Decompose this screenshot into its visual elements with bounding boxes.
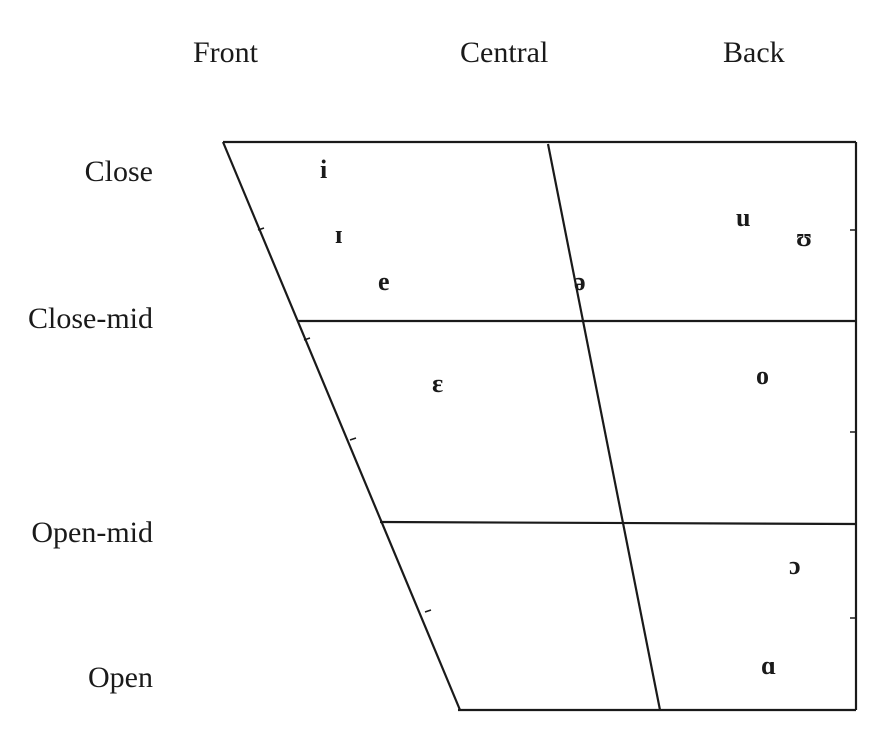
- vowel-u: u: [736, 203, 750, 232]
- vowel-small-capital-i: ɪ: [335, 220, 342, 249]
- tick-left-3: [349, 437, 357, 441]
- vowel-upsilon: ʊ: [796, 223, 812, 252]
- vowel-script-a: ɑ: [761, 651, 776, 680]
- vowel-open-e: ɛ: [432, 369, 443, 398]
- open-mid-line: [379, 520, 857, 526]
- vowel-e: e: [378, 267, 390, 296]
- column-label-central: Central: [460, 36, 548, 69]
- central-divider-line: [546, 143, 662, 711]
- column-label-front: Front: [193, 36, 259, 69]
- tick-left-2: [303, 337, 311, 341]
- row-label-close: Close: [85, 155, 153, 188]
- vowel-o: o: [756, 361, 769, 390]
- column-label-back: Back: [723, 36, 785, 69]
- vowel-open-o: ɔ: [789, 551, 801, 580]
- vowel-i: i: [320, 155, 327, 184]
- row-label-open: Open: [88, 661, 153, 694]
- tick-left-4: [424, 609, 432, 613]
- vowel-schwa: ə: [574, 267, 586, 296]
- row-label-open-mid: Open-mid: [31, 516, 153, 549]
- row-label-close-mid: Close-mid: [28, 302, 153, 335]
- tick-left-1: [257, 227, 265, 231]
- frame-left-edge: [221, 141, 462, 711]
